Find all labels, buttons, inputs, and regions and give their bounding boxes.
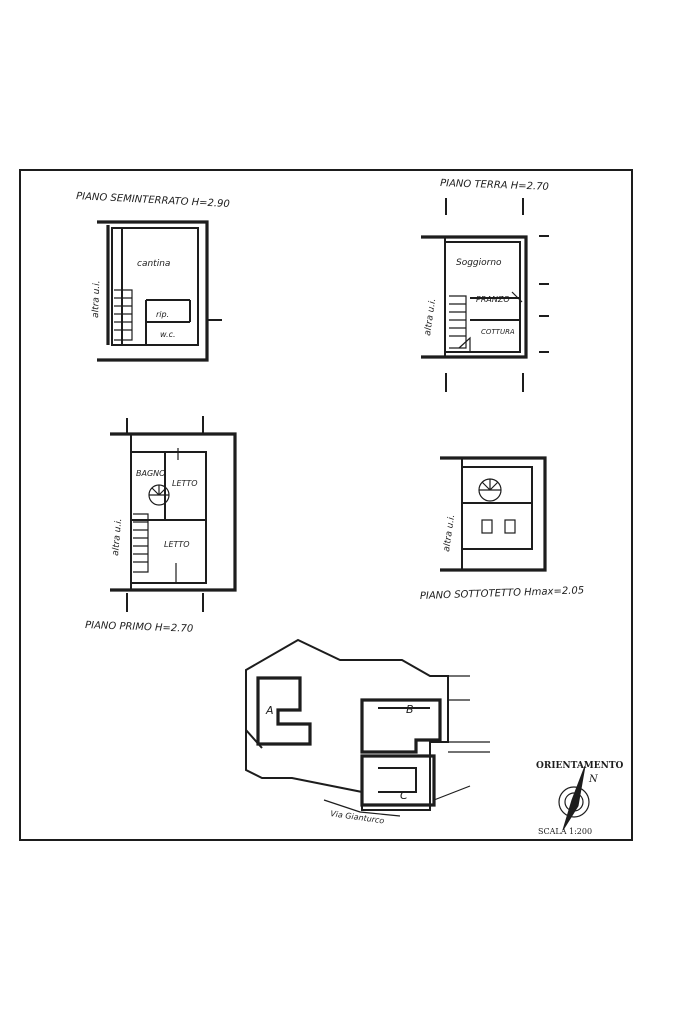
- spiral-stair-attic: [478, 478, 502, 502]
- plan-first-floor: BAGNO LETTO LETTO altra u.i. PIANO PRIMO…: [85, 416, 237, 635]
- label-north: N: [588, 774, 599, 785]
- label-altra-ui-basement: altra u.i.: [91, 280, 102, 318]
- site-label-b: B: [406, 703, 414, 716]
- label-letto-bottom: LETTO: [164, 540, 190, 549]
- label-bagno: BAGNO: [136, 469, 165, 478]
- label-altra-ui-ground: altra u.i.: [423, 298, 438, 337]
- label-letto-top: LETTO: [172, 479, 198, 488]
- stair-first: [133, 513, 149, 573]
- plan-ground-floor: PIANO TERRA H=2.70 Soggiorno PRANZO COTT…: [421, 178, 549, 392]
- site-label-c: C: [400, 789, 408, 802]
- label-basement-floor: PIANO SEMINTERRATO H=2.90: [76, 191, 230, 210]
- label-wc: w.c.: [160, 330, 176, 339]
- label-cottura: COTTURA: [481, 328, 515, 336]
- plan-attic: altra u.i. PIANO SOTTOTETTO Hmax=2.05: [420, 456, 585, 602]
- label-first-floor: PIANO PRIMO H=2.70: [85, 620, 193, 635]
- label-scala: SCALA 1:200: [538, 827, 592, 836]
- label-altra-ui-first: altra u.i.: [111, 518, 124, 556]
- sheet-border: [19, 169, 633, 841]
- site-plan: A B C Via Gianturco: [245, 638, 490, 826]
- north-arrow-icon: [558, 765, 590, 831]
- label-orientamento: ORIENTAMENTO: [536, 761, 624, 771]
- label-altra-ui-attic: altra u.i.: [442, 514, 457, 553]
- label-rip: rip.: [156, 310, 169, 319]
- stair-ground: [449, 295, 471, 352]
- plan-basement: PIANO SEMINTERRATO H=2.90 cantina rip. w…: [76, 191, 230, 362]
- label-attic-floor: PIANO SOTTOTETTO Hmax=2.05: [420, 585, 585, 602]
- stair-basement: [114, 289, 133, 341]
- label-ground-floor: PIANO TERRA H=2.70: [440, 178, 549, 193]
- site-label-a: A: [265, 704, 274, 717]
- label-cantina: cantina: [137, 259, 170, 269]
- label-soggiorno: Soggiorno: [456, 258, 502, 268]
- orientation-block: ORIENTAMENTO N SCALA 1:200: [536, 761, 624, 836]
- spiral-stair-first: [148, 484, 170, 506]
- label-pranzo: PRANZO: [476, 295, 510, 304]
